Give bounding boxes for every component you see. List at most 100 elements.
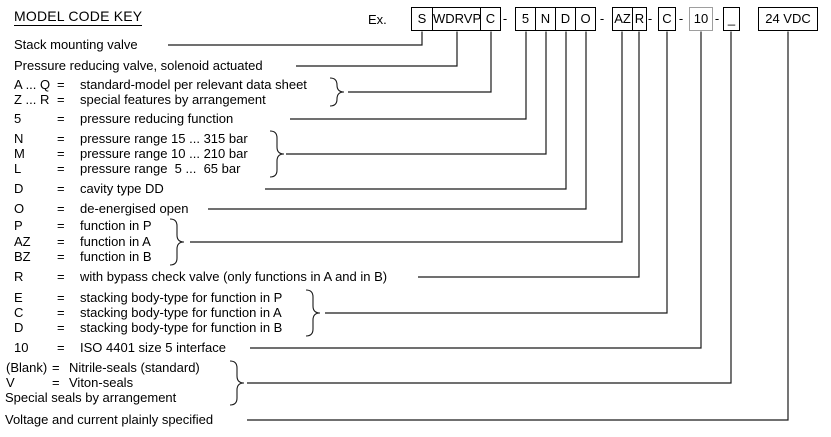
row-text: Voltage and current plainly specified (5, 412, 214, 427)
equals-sign: = (57, 131, 65, 146)
code-box-group-prefix: S WDRVP C (411, 7, 501, 31)
code-box-wdrvp: WDRVP (433, 7, 481, 31)
code-box-group-function: 5 N D O (515, 7, 596, 31)
key-row-blank: (Blank) = Nitrile-seals (standard) (0, 361, 831, 375)
dash-separator: - (647, 11, 653, 26)
equals-sign: = (57, 181, 65, 196)
code-label: 5 (14, 111, 22, 126)
key-row-d: D = cavity type DD (0, 182, 831, 196)
key-row-az: AZ = function in A (0, 235, 831, 249)
code-description: stacking body-type for function in B (80, 320, 283, 335)
key-row-v: V = Viton-seals (0, 376, 831, 390)
code-label: AZ (14, 234, 31, 249)
code-box-d: D (556, 7, 576, 31)
code-description: standard-model per relevant data sheet (80, 77, 307, 92)
dash-separator: - (678, 11, 684, 26)
code-box-o: O (576, 7, 596, 31)
example-label: Ex. (368, 12, 387, 27)
row-text: Pressure reducing valve, solenoid actuat… (14, 58, 263, 73)
code-label: E (14, 290, 23, 305)
code-label: BZ (14, 249, 31, 264)
code-box-5: 5 (515, 7, 536, 31)
key-row-5: 5 = pressure reducing function (0, 112, 831, 126)
code-box-group-seals: _ (723, 7, 740, 31)
code-label: R (14, 269, 24, 284)
equals-sign: = (57, 146, 65, 161)
code-box-10: 10 (689, 7, 713, 31)
code-box-24vdc: 24 VDC (758, 7, 818, 31)
code-box-n: N (536, 7, 556, 31)
equals-sign: = (57, 340, 65, 355)
code-description: Viton-seals (69, 375, 134, 390)
code-description: stacking body-type for function in P (80, 290, 283, 305)
key-row-c: C = stacking body-type for function in A (0, 306, 831, 320)
code-label: A ... Q (14, 77, 51, 92)
code-description: ISO 4401 size 5 interface (80, 340, 226, 355)
key-row-special-seals: Special seals by arrangement (0, 391, 831, 405)
key-row-10: 10 = ISO 4401 size 5 interface (0, 341, 831, 355)
code-box-group-port: AZ R (612, 7, 647, 31)
equals-sign: = (52, 360, 60, 375)
code-label: 10 (14, 340, 29, 355)
key-row-stack: Stack mounting valve (0, 38, 831, 52)
equals-sign: = (57, 218, 65, 233)
equals-sign: = (57, 305, 65, 320)
code-label: M (14, 146, 25, 161)
key-row-aq: A ... Q = standard-model per relevant da… (0, 78, 831, 92)
dash-separator: - (502, 11, 508, 26)
code-box-az: AZ (612, 7, 633, 31)
key-row-bz: BZ = function in B (0, 250, 831, 264)
dash-separator: - (599, 11, 605, 26)
key-row-voltage: Voltage and current plainly specified (0, 413, 831, 427)
code-label: Z ... R (14, 92, 50, 107)
code-description: function in A (80, 234, 151, 249)
key-row-p: P = function in P (0, 219, 831, 233)
key-row-r: R = with bypass check valve (only functi… (0, 270, 831, 284)
key-row-l: L = pressure range 5 ... 65 bar (0, 162, 831, 176)
code-description: with bypass check valve (only functions … (80, 269, 388, 284)
code-label: D (14, 320, 24, 335)
equals-sign: = (57, 290, 65, 305)
code-label: (Blank) (6, 360, 48, 375)
code-description: Nitrile-seals (standard) (69, 360, 200, 375)
equals-sign: = (52, 375, 60, 390)
code-label: P (14, 218, 23, 233)
page-title: MODEL CODE KEY (14, 8, 143, 26)
code-description: pressure range 5 ... 65 bar (80, 161, 241, 176)
row-text: Special seals by arrangement (5, 390, 177, 405)
code-label: N (14, 131, 24, 146)
code-box-group-body: C (658, 7, 676, 31)
code-description: pressure range 15 ... 315 bar (80, 131, 248, 146)
code-description: function in B (80, 249, 152, 264)
equals-sign: = (57, 201, 65, 216)
code-description: pressure reducing function (80, 111, 234, 126)
equals-sign: = (57, 111, 65, 126)
key-row-e: E = stacking body-type for function in P (0, 291, 831, 305)
key-row-solenoid: Pressure reducing valve, solenoid actuat… (0, 59, 831, 73)
code-box-group-voltage: 24 VDC (758, 7, 818, 31)
row-text: Stack mounting valve (14, 37, 138, 52)
code-label: C (14, 305, 24, 320)
key-row-d2: D = stacking body-type for function in B (0, 321, 831, 335)
code-box-blank: _ (723, 7, 740, 31)
dash-separator: - (714, 11, 720, 26)
equals-sign: = (57, 320, 65, 335)
code-description: cavity type DD (80, 181, 164, 196)
code-description: stacking body-type for function in A (80, 305, 282, 320)
equals-sign: = (57, 161, 65, 176)
code-label: O (14, 201, 25, 216)
code-description: function in P (80, 218, 152, 233)
equals-sign: = (57, 234, 65, 249)
code-label: V (6, 375, 15, 390)
key-row-o: O = de-energised open (0, 202, 831, 216)
code-description: special features by arrangement (80, 92, 266, 107)
equals-sign: = (57, 77, 65, 92)
key-row-n: N = pressure range 15 ... 315 bar (0, 132, 831, 146)
equals-sign: = (57, 249, 65, 264)
code-description: pressure range 10 ... 210 bar (80, 146, 248, 161)
code-label: D (14, 181, 24, 196)
code-box-s: S (411, 7, 433, 31)
key-row-zr: Z ... R = special features by arrangemen… (0, 93, 831, 107)
code-box-c: C (481, 7, 501, 31)
